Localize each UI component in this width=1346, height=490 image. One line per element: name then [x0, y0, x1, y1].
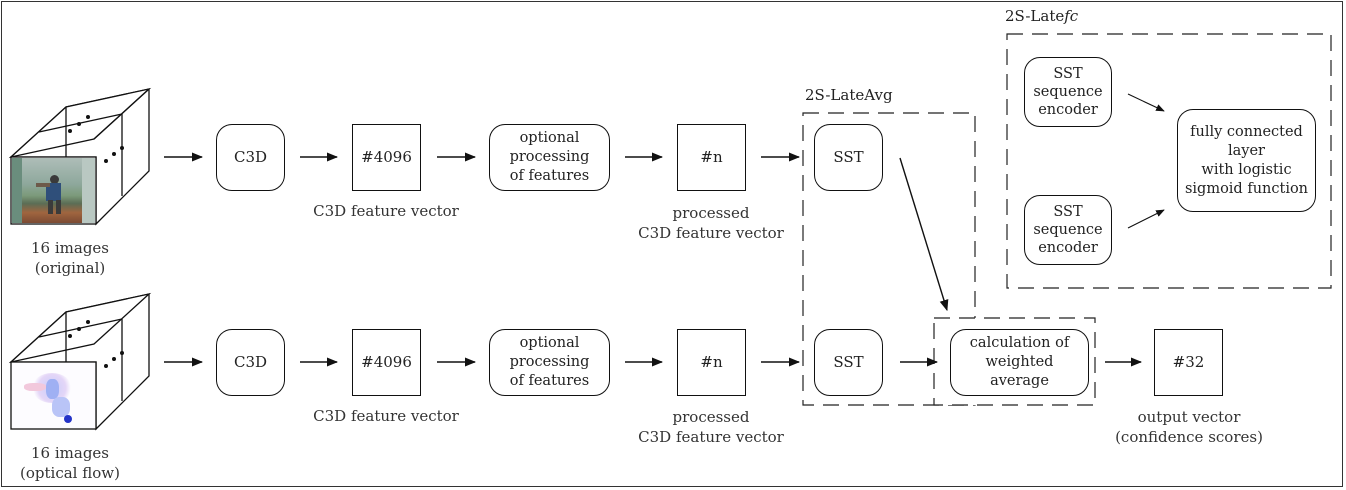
c3d-box-row1: C3D [216, 124, 285, 191]
ellipsis-dots-top [68, 115, 124, 163]
processed-vector-box-row1: #n [677, 124, 746, 191]
feature-vector-box-row2: #4096 [352, 329, 421, 396]
sports-frame-thumbnail [12, 158, 95, 223]
feature-caption-row2: C3D feature vector [313, 407, 459, 425]
fully-connected-layer-box: fully connected layer with logistic sigm… [1177, 109, 1316, 212]
processed-vector-box-row2: #n [677, 329, 746, 396]
c3d-box-row2: C3D [216, 329, 285, 396]
feature-vector-box-row1: #4096 [352, 124, 421, 191]
late-fc-arrows [1127, 93, 1165, 229]
optical-flow-thumbnail [12, 363, 95, 428]
late-fc-group-label: 2S-Latefc [1005, 7, 1079, 25]
processing-box-row1: optional processing of features [489, 124, 610, 191]
late-avg-group-label: 2S-LateAvg [805, 86, 893, 104]
feature-caption-row1: C3D feature vector [313, 202, 459, 220]
late-avg-group-border [802, 112, 976, 406]
sst-encoder-bottom: SST sequence encoder [1024, 195, 1112, 265]
processed-caption-row1: processed C3D feature vector [638, 204, 784, 242]
output-vector-box: #32 [1154, 329, 1223, 396]
row1-arrows [164, 152, 949, 312]
input-caption-original: 16 images (original) [31, 239, 109, 277]
sst-box-row2: SST [814, 329, 883, 396]
weighted-average-box: calculation of weighted average [950, 329, 1089, 396]
late-fc-group-border [1006, 33, 1332, 289]
input-caption-optical-flow: 16 images (optical flow) [20, 444, 120, 482]
processed-caption-row2: processed C3D feature vector [638, 408, 784, 446]
sst-box-row1: SST [814, 124, 883, 191]
ellipsis-dots-bottom [68, 320, 124, 368]
sst-encoder-top: SST sequence encoder [1024, 57, 1112, 127]
processing-box-row2: optional processing of features [489, 329, 610, 396]
output-caption: output vector (confidence scores) [1115, 408, 1263, 446]
